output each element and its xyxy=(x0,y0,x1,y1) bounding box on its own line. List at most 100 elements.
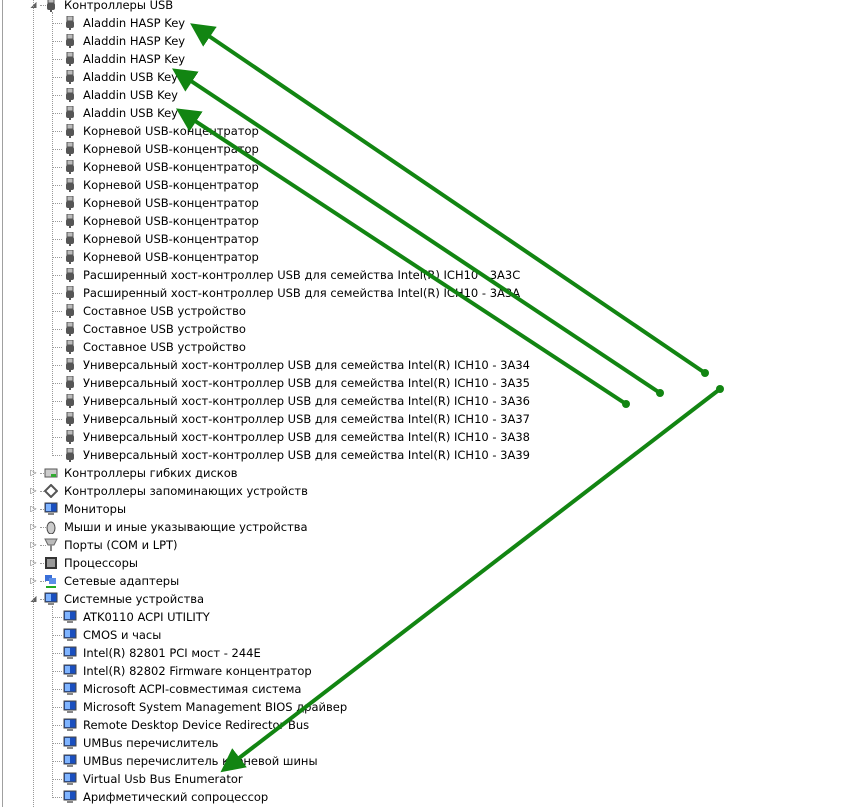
device-label: Корневой USB-концентратор xyxy=(83,160,259,174)
tree-device[interactable]: Aladdin HASP Key xyxy=(0,50,850,68)
tree-connector xyxy=(52,131,62,132)
device-label: Универсальный хост-контроллер USB для се… xyxy=(83,376,530,390)
tree-device[interactable]: Virtual Usb Bus Enumerator xyxy=(0,770,850,788)
annotation-arrow xyxy=(190,23,707,375)
tree-connector xyxy=(52,617,62,618)
usb-icon xyxy=(63,447,77,462)
tree-device[interactable]: Intel(R) 82802 Firmware концентратор xyxy=(0,662,850,680)
annotation-arrow xyxy=(172,68,662,395)
tree-connector xyxy=(40,599,46,600)
tree-connector xyxy=(52,653,62,654)
device-label: Составное USB устройство xyxy=(83,340,246,354)
usb-icon xyxy=(63,159,77,174)
tree-device[interactable]: Microsoft System Management BIOS драйвер xyxy=(0,698,850,716)
category-label: Процессоры xyxy=(64,556,138,570)
device-label: UMBus перечислитель корневой шины xyxy=(83,754,318,768)
tree-connector xyxy=(52,761,62,762)
tree-device[interactable]: Aladdin USB Key xyxy=(0,104,850,122)
tree-device[interactable]: Универсальный хост-контроллер USB для се… xyxy=(0,446,850,464)
device-label: Aladdin USB Key xyxy=(83,106,178,120)
tree-device[interactable]: Корневой USB-концентратор xyxy=(0,194,850,212)
device-label: Корневой USB-концентратор xyxy=(83,142,259,156)
system-device-icon xyxy=(63,790,77,804)
tree-device[interactable]: Составное USB устройство xyxy=(0,320,850,338)
tree-device[interactable]: Aladdin HASP Key xyxy=(0,14,850,32)
category-label: Контроллеры USB xyxy=(64,0,174,12)
processor-icon xyxy=(44,556,58,570)
device-label: Aladdin USB Key xyxy=(83,70,178,84)
device-label: Microsoft System Management BIOS драйвер xyxy=(83,700,348,714)
tree-device[interactable]: Корневой USB-концентратор xyxy=(0,140,850,158)
tree-device[interactable]: Универсальный хост-контроллер USB для се… xyxy=(0,374,850,392)
usb-icon xyxy=(63,51,77,66)
tree-connector xyxy=(52,689,62,690)
tree-device[interactable]: Универсальный хост-контроллер USB для се… xyxy=(0,410,850,428)
tree-device[interactable]: Арифметический сопроцессор xyxy=(0,788,850,806)
system-device-icon xyxy=(63,754,77,768)
tree-connector xyxy=(52,311,62,312)
tree-device[interactable]: Корневой USB-концентратор xyxy=(0,158,850,176)
usb-icon xyxy=(63,105,77,120)
tree-device[interactable]: Aladdin USB Key xyxy=(0,68,850,86)
tree-device[interactable]: Aladdin HASP Key xyxy=(0,32,850,50)
usb-icon xyxy=(63,285,77,300)
usb-icon xyxy=(63,123,77,138)
device-label: Корневой USB-концентратор xyxy=(83,232,259,246)
usb-icon xyxy=(63,411,77,426)
window-left-border xyxy=(2,0,3,807)
tree-device[interactable]: Aladdin USB Key xyxy=(0,86,850,104)
system-device-icon xyxy=(63,646,77,660)
device-label: ATK0110 ACPI UTILITY xyxy=(83,610,210,624)
tree-device[interactable]: Составное USB устройство xyxy=(0,302,850,320)
system-device-icon xyxy=(63,772,77,786)
tree-device[interactable]: Корневой USB-концентратор xyxy=(0,248,850,266)
system-device-icon xyxy=(63,682,77,696)
storage-controller-icon xyxy=(43,483,59,499)
mouse-icon xyxy=(44,520,58,535)
usb-icon xyxy=(63,213,77,228)
annotation-arrow xyxy=(175,108,628,406)
tree-connector xyxy=(52,167,62,168)
tree-device[interactable]: CMOS и часы xyxy=(0,626,850,644)
tree-connector xyxy=(52,437,62,438)
tree-device[interactable]: Составное USB устройство xyxy=(0,338,850,356)
tree-device[interactable]: UMBus перечислитель xyxy=(0,734,850,752)
annotation-arrow xyxy=(220,387,722,773)
device-label: Корневой USB-концентратор xyxy=(83,250,259,264)
system-device-icon xyxy=(63,700,77,714)
tree-device[interactable]: Microsoft ACPI-совместимая система xyxy=(0,680,850,698)
device-label: Aladdin USB Key xyxy=(83,88,178,102)
tree-connector xyxy=(52,77,62,78)
tree-connector xyxy=(40,509,46,510)
tree-device[interactable]: Корневой USB-концентратор xyxy=(0,230,850,248)
usb-icon xyxy=(63,321,77,336)
tree-device[interactable]: Intel(R) 82801 PCI мост - 244E xyxy=(0,644,850,662)
tree-device[interactable]: Remote Desktop Device Redirector Bus xyxy=(0,716,850,734)
arrow-origin-dot xyxy=(622,400,630,408)
usb-icon xyxy=(44,0,58,12)
tree-connector xyxy=(52,41,62,42)
tree-device[interactable]: Универсальный хост-контроллер USB для се… xyxy=(0,428,850,446)
tree-device[interactable]: Расширенный хост-контроллер USB для семе… xyxy=(0,266,850,284)
tree-connector xyxy=(52,23,62,24)
tree-device[interactable]: Универсальный хост-контроллер USB для се… xyxy=(0,392,850,410)
usb-icon xyxy=(63,429,77,444)
tree-device[interactable]: UMBus перечислитель корневой шины xyxy=(0,752,850,770)
device-label: Расширенный хост-контроллер USB для семе… xyxy=(83,286,521,300)
device-label: Расширенный хост-контроллер USB для семе… xyxy=(83,268,521,282)
category-label: Мониторы xyxy=(64,502,127,516)
tree-device[interactable]: Расширенный хост-контроллер USB для семе… xyxy=(0,284,850,302)
usb-icon xyxy=(63,15,77,30)
arrow-origin-dot xyxy=(716,385,724,393)
tree-device[interactable]: Универсальный хост-контроллер USB для се… xyxy=(0,356,850,374)
tree-connector xyxy=(52,419,62,420)
tree-device[interactable]: ATK0110 ACPI UTILITY xyxy=(0,608,850,626)
tree-device[interactable]: Корневой USB-концентратор xyxy=(0,176,850,194)
floppy-controller-icon xyxy=(44,466,58,480)
tree-connector xyxy=(52,743,62,744)
tree-connector xyxy=(52,347,62,348)
device-label: Арифметический сопроцессор xyxy=(83,790,269,804)
tree-device[interactable]: Корневой USB-концентратор xyxy=(0,212,850,230)
device-label: Intel(R) 82801 PCI мост - 244E xyxy=(83,646,261,660)
